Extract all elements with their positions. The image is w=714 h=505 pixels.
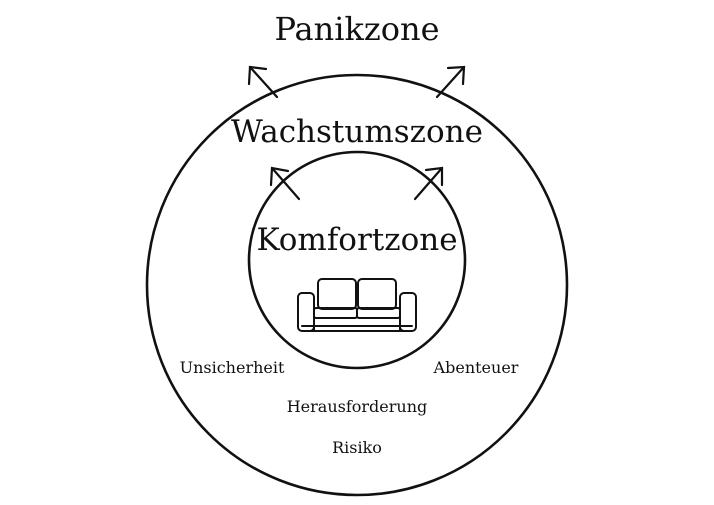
growth-word-abenteuer: Abenteuer <box>433 358 519 377</box>
arrow-outer-right <box>435 65 466 99</box>
sofa-icon <box>297 278 417 332</box>
growth-word-unsicherheit: Unsicherheit <box>179 358 285 377</box>
panic-zone-label: Panikzone <box>274 10 440 48</box>
growth-zone-label: Wachstumszone <box>231 114 483 150</box>
arrow-inner-left <box>269 166 301 201</box>
arrow-outer-left <box>247 65 279 99</box>
growth-word-herausforderung: Herausforderung <box>286 397 428 416</box>
growth-zone-circle <box>145 73 569 497</box>
growth-word-risiko: Risiko <box>332 438 382 457</box>
comfort-zone-label: Komfortzone <box>256 222 458 258</box>
comfort-zone-circle <box>247 150 467 370</box>
arrow-inner-right <box>413 166 444 201</box>
